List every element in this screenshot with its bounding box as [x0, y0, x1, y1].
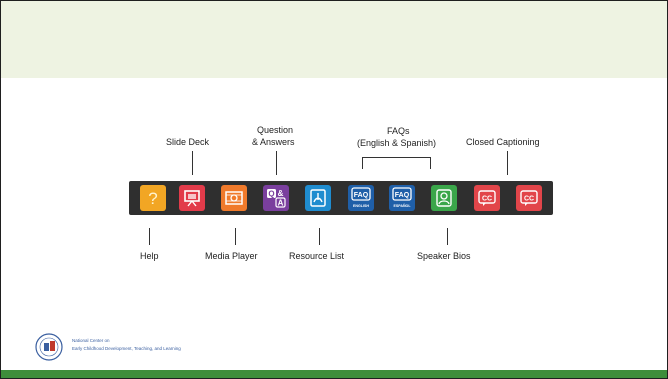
slide-deck-button[interactable]: [179, 185, 205, 211]
cc-icon: CC: [520, 190, 538, 206]
label-qa-line2: & Answers: [252, 137, 295, 147]
label-media-player: Media Player: [205, 251, 258, 261]
svg-text:?: ?: [148, 189, 157, 208]
connector-media-player: [235, 228, 236, 245]
faq-espanol-lang: ESPAÑOL: [393, 203, 411, 208]
speaker-icon: [436, 189, 452, 207]
header-band: [1, 1, 667, 78]
svg-text:CC: CC: [524, 196, 534, 203]
label-speaker-bios: Speaker Bios: [417, 251, 471, 261]
label-slide-deck: Slide Deck: [166, 137, 210, 147]
question-icon: ?: [148, 189, 157, 208]
connector-slide-deck: [192, 151, 193, 175]
qa-icon: Q & A: [267, 189, 286, 208]
faq-icon: FAQ ENGLISH: [351, 187, 371, 208]
connector-faqs-right: [430, 157, 431, 169]
pdf-icon: [310, 189, 326, 207]
label-resource-list: Resource List: [289, 251, 345, 261]
connector-faqs-left: [362, 157, 363, 169]
label-help: Help: [140, 251, 159, 261]
bottom-bar: [1, 370, 667, 378]
cc-icon: CC: [478, 190, 496, 206]
label-qa-line1: Question: [257, 125, 294, 135]
resource-list-button[interactable]: [305, 185, 331, 211]
faq-icon: FAQ ESPAÑOL: [392, 187, 412, 208]
closed-captioning-button-1[interactable]: CC: [474, 185, 500, 211]
svg-text:CC: CC: [482, 196, 492, 203]
faq-english-button[interactable]: FAQ ENGLISH: [348, 185, 374, 211]
qa-button[interactable]: Q & A: [263, 185, 289, 211]
org-logo: [34, 332, 68, 367]
org-name-line2: Early Childhood Development, Teaching, a…: [72, 346, 181, 351]
label-faqs-line1: FAQs: [387, 126, 410, 136]
svg-text:&: &: [278, 189, 284, 198]
connector-qa: [276, 151, 277, 175]
org-name-line1: National Center on: [72, 338, 110, 343]
toolbar: ? Q & A: [129, 181, 553, 215]
connector-help: [149, 228, 150, 245]
help-button[interactable]: ?: [140, 185, 166, 211]
label-closed-captioning: Closed Captioning: [466, 137, 540, 147]
connector-resource-list: [319, 228, 320, 245]
svg-text:A: A: [278, 199, 284, 208]
faq-espanol-text: FAQ: [395, 192, 410, 199]
speaker-bios-button[interactable]: [431, 185, 457, 211]
film-icon: [225, 191, 243, 205]
media-player-button[interactable]: [221, 185, 247, 211]
faq-english-lang: ENGLISH: [353, 204, 369, 208]
faq-espanol-button[interactable]: FAQ ESPAÑOL: [389, 185, 415, 211]
org-seal-icon: [35, 333, 63, 361]
faq-english-text: FAQ: [354, 192, 369, 199]
label-faqs-line2: (English & Spanish): [357, 138, 437, 148]
closed-captioning-button-2[interactable]: CC: [516, 185, 542, 211]
connector-faqs-bracket: [362, 157, 431, 158]
presentation-icon: [184, 190, 200, 207]
connector-closed-captioning: [507, 151, 508, 175]
connector-speaker-bios: [447, 228, 448, 245]
svg-text:Q: Q: [268, 190, 274, 199]
